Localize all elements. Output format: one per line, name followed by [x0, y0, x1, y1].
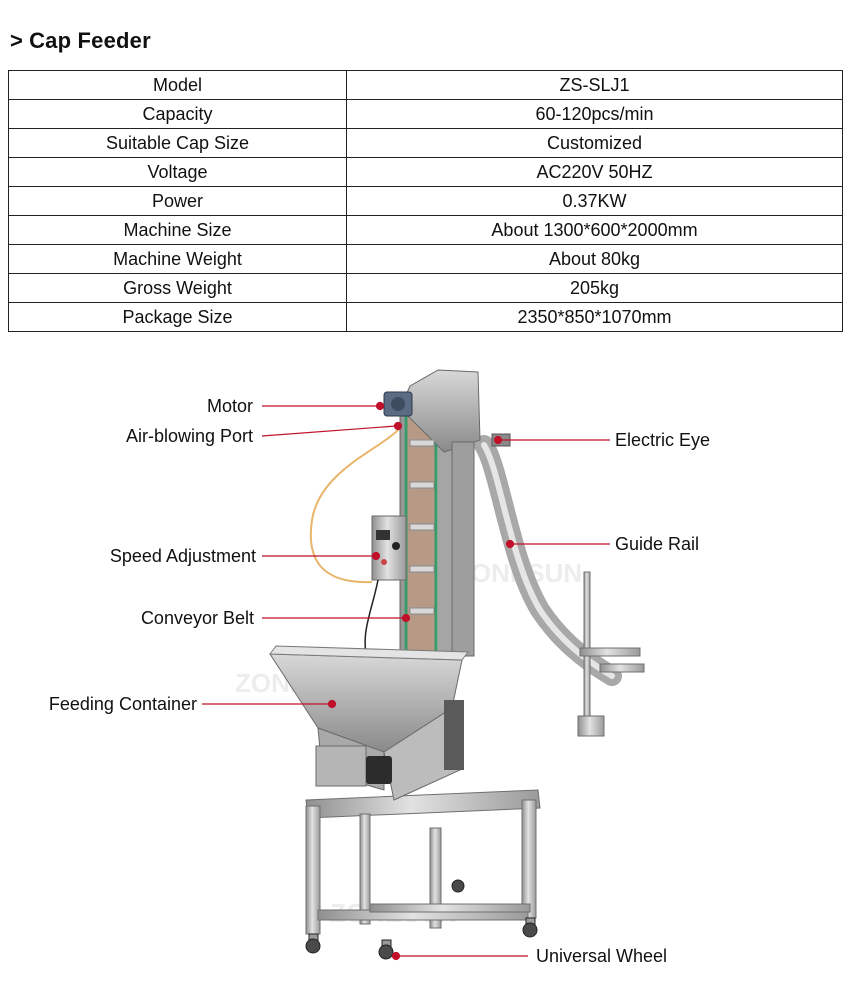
- spec-key: Machine Size: [8, 215, 347, 245]
- rail-support: [577, 571, 645, 737]
- callout-air-blowing-port: Air-blowing Port: [125, 426, 253, 446]
- spec-key: Suitable Cap Size: [8, 128, 347, 158]
- spec-key: Machine Weight: [8, 244, 347, 274]
- spec-value: Customized: [346, 128, 843, 158]
- control-box: [371, 515, 407, 581]
- chevron-right-icon: >: [10, 28, 24, 53]
- callout-conveyor-belt: Conveyor Belt: [140, 608, 254, 628]
- callout-electric-eye: Electric Eye: [615, 430, 711, 450]
- spec-value: 205kg: [346, 273, 843, 303]
- spec-value: 2350*850*1070mm: [346, 302, 843, 332]
- spec-value: AC220V 50HZ: [346, 157, 843, 187]
- cap-feeder-illustration: ZONESUN ZONESUN ZONESUN ZONESUN: [202, 369, 645, 961]
- conveyor-column: [399, 369, 481, 659]
- spec-key: Power: [8, 186, 347, 216]
- callout-speed-adjustment: Speed Adjustment: [109, 546, 256, 566]
- callout-feeding-container: Feeding Container: [48, 694, 197, 714]
- callout-guide-rail: Guide Rail: [615, 534, 700, 554]
- spec-key: Capacity: [8, 99, 347, 129]
- machine-figure: ZONESUN ZONESUN ZONESUN ZONESUN: [0, 340, 850, 1008]
- universal-wheels: [305, 879, 538, 960]
- air-hose: [309, 427, 401, 584]
- section-title-text: Cap Feeder: [29, 28, 151, 53]
- spec-value: ZS-SLJ1: [346, 70, 843, 100]
- conveyor-slats: [409, 439, 435, 615]
- spec-key: Package Size: [8, 302, 347, 332]
- spec-value: 60-120pcs/min: [346, 99, 843, 129]
- spec-key: Gross Weight: [8, 273, 347, 303]
- section-title: >Cap Feeder: [10, 28, 151, 54]
- callout-universal-wheel: Universal Wheel: [536, 946, 668, 966]
- callout-lines: [202, 401, 610, 961]
- spec-value: 0.37KW: [346, 186, 843, 216]
- spec-value: About 80kg: [346, 244, 843, 274]
- motor: [383, 391, 413, 417]
- feeding-container: [269, 645, 469, 801]
- spec-key: Model: [8, 70, 347, 100]
- spec-value: About 1300*600*2000mm: [346, 215, 843, 245]
- callout-motor: Motor: [206, 396, 253, 416]
- stand-frame: [305, 789, 541, 935]
- spec-key: Voltage: [8, 157, 347, 187]
